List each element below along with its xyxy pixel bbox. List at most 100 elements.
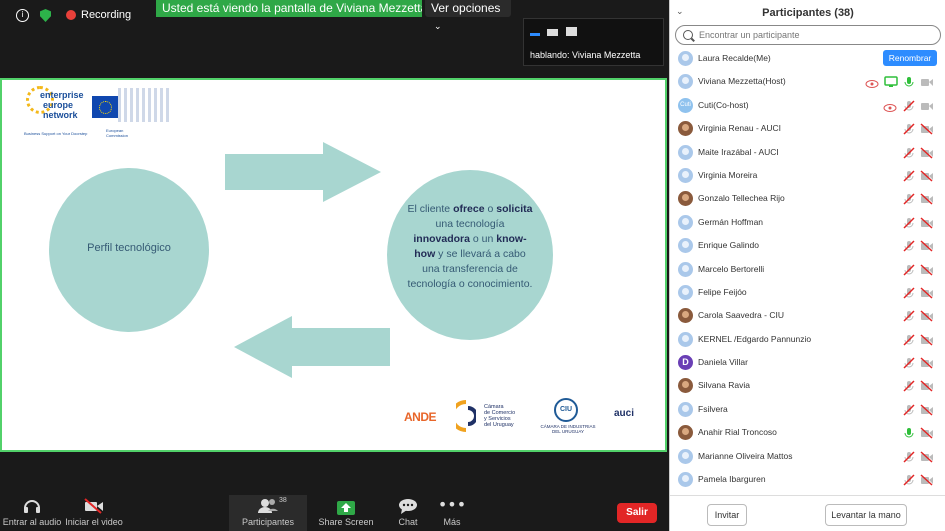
minimize-icon[interactable] [547, 29, 558, 36]
participant-row[interactable]: Anahir Rial Troncoso [670, 421, 945, 444]
video-off-icon[interactable] [920, 473, 934, 491]
participant-row[interactable]: Enrique Galindo [670, 234, 945, 257]
cloud-icon[interactable] [883, 99, 897, 117]
mic-muted-icon[interactable] [903, 473, 915, 491]
mic-muted-icon[interactable] [903, 309, 915, 327]
participant-row[interactable]: Germán Hoffman [670, 211, 945, 234]
video-off-icon[interactable] [920, 169, 934, 187]
avatar: Cuti [678, 97, 693, 113]
participants-panel: ⌄ Participantes (38) Laura Recalde(Me)Re… [669, 0, 945, 531]
rename-button[interactable]: Renombrar [883, 50, 937, 66]
participant-row[interactable]: Gonzalo Tellechea Rijo [670, 187, 945, 210]
search-input[interactable] [699, 28, 929, 42]
avatar: D [678, 355, 693, 371]
screen-share-icon[interactable] [884, 75, 898, 93]
description-circle: El cliente ofrece o solicita una tecnolo… [387, 170, 553, 340]
video-off-icon[interactable] [920, 333, 934, 351]
mic-muted-icon[interactable] [903, 286, 915, 304]
mic-muted-icon[interactable] [903, 356, 915, 374]
raise-hand-button[interactable]: Levantar la mano [825, 504, 907, 526]
video-off-icon[interactable] [920, 263, 934, 281]
join-audio-button[interactable]: Entrar al audio [0, 495, 64, 531]
video-off-icon[interactable] [920, 146, 934, 164]
participant-row[interactable]: Silvana Ravia [670, 374, 945, 397]
participant-row[interactable]: KERNEL /Edgardo Pannunzio [670, 328, 945, 351]
start-video-button[interactable]: Iniciar el video [64, 495, 124, 531]
mic-muted-icon[interactable] [903, 169, 915, 187]
participant-name: Germán Hoffman [698, 216, 764, 227]
video-off-icon[interactable] [920, 450, 934, 468]
participants-count: 38 [279, 497, 287, 504]
camera-icon[interactable] [920, 75, 934, 93]
video-off-icon[interactable] [920, 356, 934, 374]
camera-icon[interactable] [920, 99, 934, 117]
participant-row[interactable]: Laura Recalde(Me) Renombrar [670, 47, 945, 70]
desc-part: o [484, 203, 497, 215]
invite-button[interactable]: Invitar [707, 504, 747, 526]
mic-on-icon[interactable] [903, 75, 915, 93]
maximize-icon[interactable] [566, 27, 577, 36]
mic-on-icon[interactable] [903, 426, 915, 444]
participant-name: Laura Recalde(Me) [698, 53, 771, 63]
participants-button[interactable]: 38 Participantes [229, 495, 307, 531]
participant-row[interactable]: Marianne Oliveira Mattos [670, 445, 945, 468]
ciu-text: CÁMARA DE INDUSTRIAS DEL URUGUAY [538, 424, 598, 434]
video-off-icon[interactable] [920, 216, 934, 234]
cloud-icon[interactable] [865, 75, 879, 93]
chevron-down-icon[interactable]: ⌄ [676, 7, 684, 17]
participant-row[interactable]: Virginia Moreira [670, 164, 945, 187]
mic-muted-icon[interactable] [903, 333, 915, 351]
participant-search[interactable] [675, 25, 941, 45]
video-off-icon[interactable] [920, 309, 934, 327]
participant-row[interactable]: Carola Saavedra - CIU [670, 304, 945, 327]
mic-muted-icon[interactable] [903, 403, 915, 421]
info-icon[interactable]: i [16, 9, 29, 22]
mic-muted-icon[interactable] [903, 263, 915, 281]
camara-line: del Uruguay [484, 422, 514, 428]
active-speaker-tile[interactable]: hablando: Viviana Mezzetta [523, 18, 664, 66]
participant-name: Felipe Feijóo [698, 286, 747, 297]
video-off-icon[interactable] [920, 239, 934, 257]
video-off-icon[interactable] [920, 379, 934, 397]
participant-row[interactable]: Pamela Ibarguren [670, 468, 945, 491]
mic-muted-icon[interactable] [903, 216, 915, 234]
participants-icon [229, 495, 307, 517]
participant-name: Silvana Ravia [698, 380, 750, 391]
video-off-icon[interactable] [920, 403, 934, 421]
view-options-button[interactable]: Ver opciones ⌄ [425, 0, 511, 32]
participant-row[interactable]: Viviana Mezzetta(Host) [670, 70, 945, 93]
participant-name: Viviana Mezzetta(Host) [698, 76, 786, 87]
video-off-icon[interactable] [920, 286, 934, 304]
participant-row[interactable]: Maite Irazábal - AUCI [670, 141, 945, 164]
participant-row[interactable]: Felipe Feijóo [670, 281, 945, 304]
view-options-label: Ver opciones [431, 1, 501, 15]
chat-button[interactable]: Chat [388, 495, 428, 531]
mic-muted-icon[interactable] [903, 192, 915, 210]
participant-row[interactable]: Virginia Renau - AUCI [670, 117, 945, 140]
participant-name: Carola Saavedra - CIU [698, 310, 784, 321]
mic-muted-icon[interactable] [903, 99, 915, 117]
participant-row[interactable]: Marcelo Bertorelli [670, 258, 945, 281]
mic-muted-icon[interactable] [903, 146, 915, 164]
participant-row[interactable]: Fsilvera [670, 398, 945, 421]
more-button[interactable]: ••• Más [434, 495, 470, 531]
recording-indicator[interactable]: Recording [66, 9, 131, 21]
een-star-icon [26, 86, 54, 114]
more-label: Más [443, 517, 461, 527]
mic-muted-icon[interactable] [903, 379, 915, 397]
video-off-icon[interactable] [920, 426, 934, 444]
share-screen-button[interactable]: Share Screen [314, 495, 378, 531]
video-off-icon[interactable] [920, 192, 934, 210]
leave-button[interactable]: Salir [617, 503, 657, 523]
shield-icon[interactable] [40, 9, 51, 22]
chat-icon [388, 495, 428, 517]
avatar [678, 308, 693, 324]
mic-muted-icon[interactable] [903, 450, 915, 468]
mic-muted-icon[interactable] [903, 239, 915, 257]
mic-muted-icon[interactable] [903, 122, 915, 140]
video-off-icon[interactable] [920, 122, 934, 140]
een-tagline: Business Support on Your Doorstep [24, 131, 88, 136]
